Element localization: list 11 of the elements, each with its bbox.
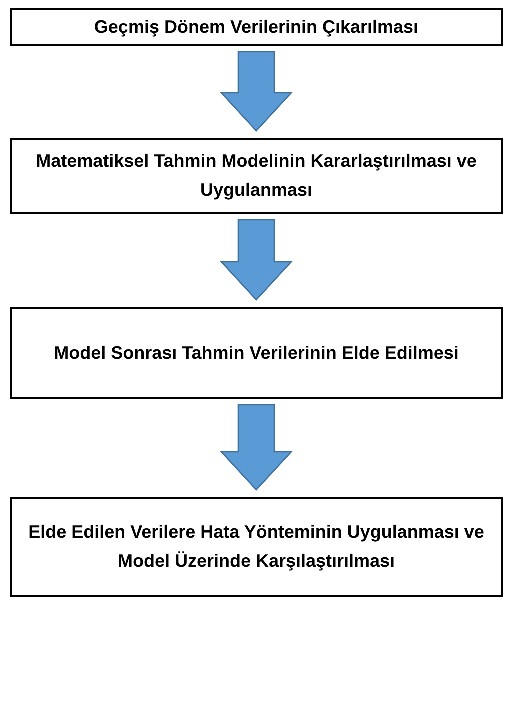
process-box xyxy=(10,8,503,46)
step-text: Model Sonrası Tahmin Verilerinin Elde Edilmesi xyxy=(54,342,459,365)
block-arrow xyxy=(220,51,293,132)
block-arrow xyxy=(220,404,293,491)
step-text: Elde Edilen Verilere Hata Yönteminin Uygulanması ve Model Üzerinde Karşılaştırılması xyxy=(28,521,486,573)
step-text: Geçmiş Dönem Verilerinin Çıkarılması xyxy=(94,16,419,39)
process-box xyxy=(10,497,503,597)
process-box xyxy=(10,138,503,214)
block-arrow xyxy=(220,219,293,301)
step-text: Matematiksel Tahmin Modelinin Kararlaştırılması ve Uygulanması xyxy=(35,150,478,202)
process-box xyxy=(10,307,503,399)
